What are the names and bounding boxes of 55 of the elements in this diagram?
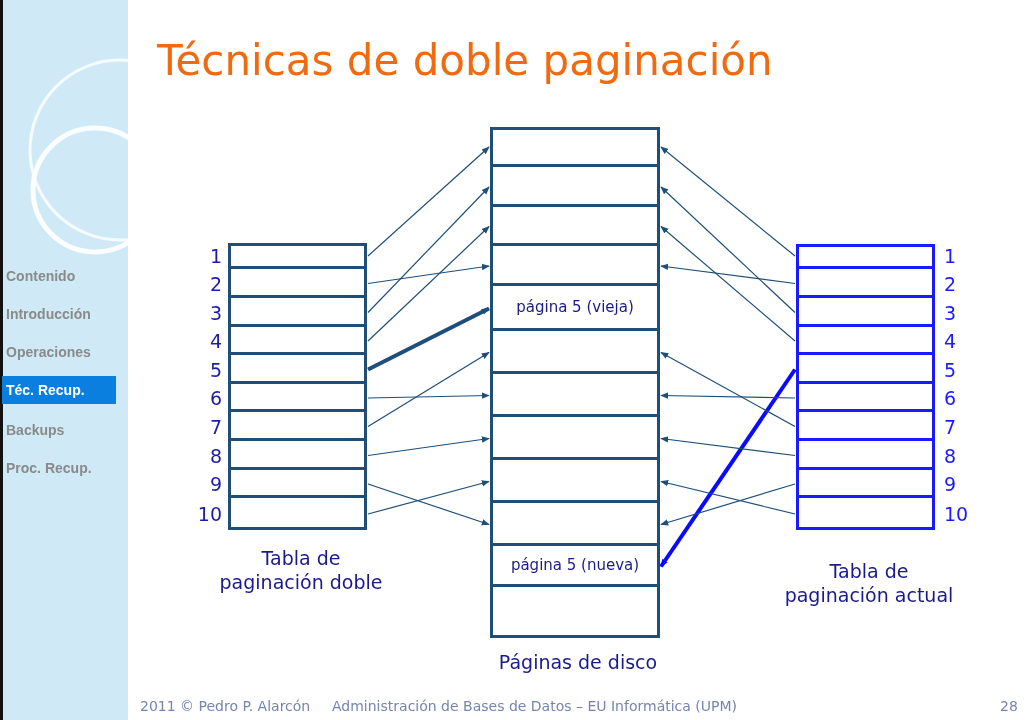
- arrow: [367, 186, 490, 314]
- arrow: [660, 351, 796, 428]
- row-number: 8: [209, 444, 222, 467]
- row-number: 2: [944, 272, 957, 295]
- row-number: 7: [209, 415, 222, 438]
- row-number: 10: [197, 503, 222, 525]
- arrow: [660, 436, 796, 457]
- arrow: [367, 436, 490, 457]
- table-caption: Tabla de paginación doble: [218, 546, 384, 594]
- row-number: 5: [209, 358, 222, 381]
- row-number: 9: [944, 473, 957, 495]
- page-label: página 5 (vieja): [515, 298, 635, 316]
- footer-text: Administración de Bases de Datos – EU Informática (UPM): [332, 698, 737, 714]
- nav-link: Proc. Recup.: [6, 460, 92, 476]
- arrow: [659, 368, 797, 568]
- arrow: [660, 146, 796, 257]
- nav-link-active: Téc. Recup.: [2, 376, 116, 404]
- nav-link: Introducción: [6, 306, 91, 322]
- table-caption: Tabla de paginación actual: [783, 559, 955, 607]
- row-number: 1: [944, 245, 957, 267]
- row-number: 8: [944, 444, 957, 467]
- row-number: 10: [944, 503, 969, 525]
- row-number: 9: [209, 473, 222, 495]
- arrow: [660, 483, 796, 526]
- arrow: [660, 186, 796, 314]
- row-number: 3: [944, 301, 957, 324]
- row-number: 6: [944, 387, 957, 409]
- row-number: 7: [944, 415, 957, 438]
- table-caption: Páginas de disco: [497, 650, 659, 674]
- row-number: 5: [944, 358, 957, 381]
- footer-text: 28: [1000, 698, 1018, 714]
- arrow: [367, 392, 490, 399]
- nav-link: Contenido: [6, 268, 76, 284]
- slide-title: Técnicas de doble paginación: [157, 36, 773, 85]
- row-number: 4: [209, 330, 222, 352]
- row-number: 2: [209, 272, 222, 295]
- arrow: [367, 483, 490, 526]
- nav-link: Operaciones: [6, 344, 91, 360]
- arrow: [660, 392, 796, 399]
- arrow: [660, 225, 796, 342]
- page-label: página 5 (nueva): [509, 556, 641, 574]
- arrow: [660, 480, 796, 515]
- arrow: [367, 146, 490, 257]
- arrow: [367, 263, 490, 285]
- arrow: [367, 306, 490, 372]
- row-number: 3: [209, 301, 222, 324]
- arrow: [367, 351, 490, 428]
- arrow: [367, 225, 490, 342]
- arrow: [367, 480, 490, 515]
- nav-link: Backups: [6, 422, 65, 438]
- row-number: 6: [209, 387, 222, 409]
- row-number: 1: [209, 245, 222, 267]
- footer-text: 2011 © Pedro P. Alarcón: [140, 698, 311, 714]
- arrow: [660, 263, 796, 285]
- row-number: 4: [944, 330, 957, 352]
